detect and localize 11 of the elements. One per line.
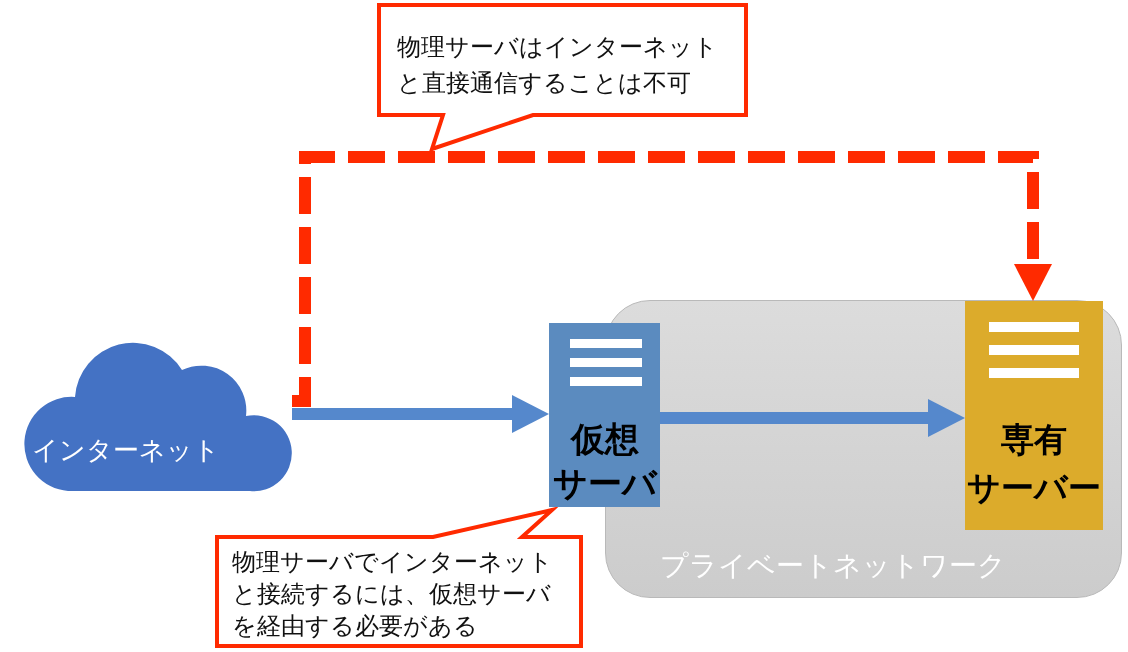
cloud-label: インターネット: [32, 434, 221, 467]
server-block: [549, 323, 660, 507]
arrow: [292, 395, 549, 433]
arrow: [660, 399, 965, 437]
server-label: 仮想サーバ: [551, 418, 659, 505]
server-block: [965, 301, 1103, 530]
dashed-arrow: [292, 151, 1052, 407]
callout-text: 物理サーバはインターネットと直接通信することは不可: [397, 32, 719, 99]
server-label: 専有サーバー: [966, 419, 1102, 509]
speech-bubble: [213, 507, 585, 650]
callout-text: 物理サーバでインターネットと接続するには、仮想サーバを経由する必要がある: [232, 547, 554, 642]
